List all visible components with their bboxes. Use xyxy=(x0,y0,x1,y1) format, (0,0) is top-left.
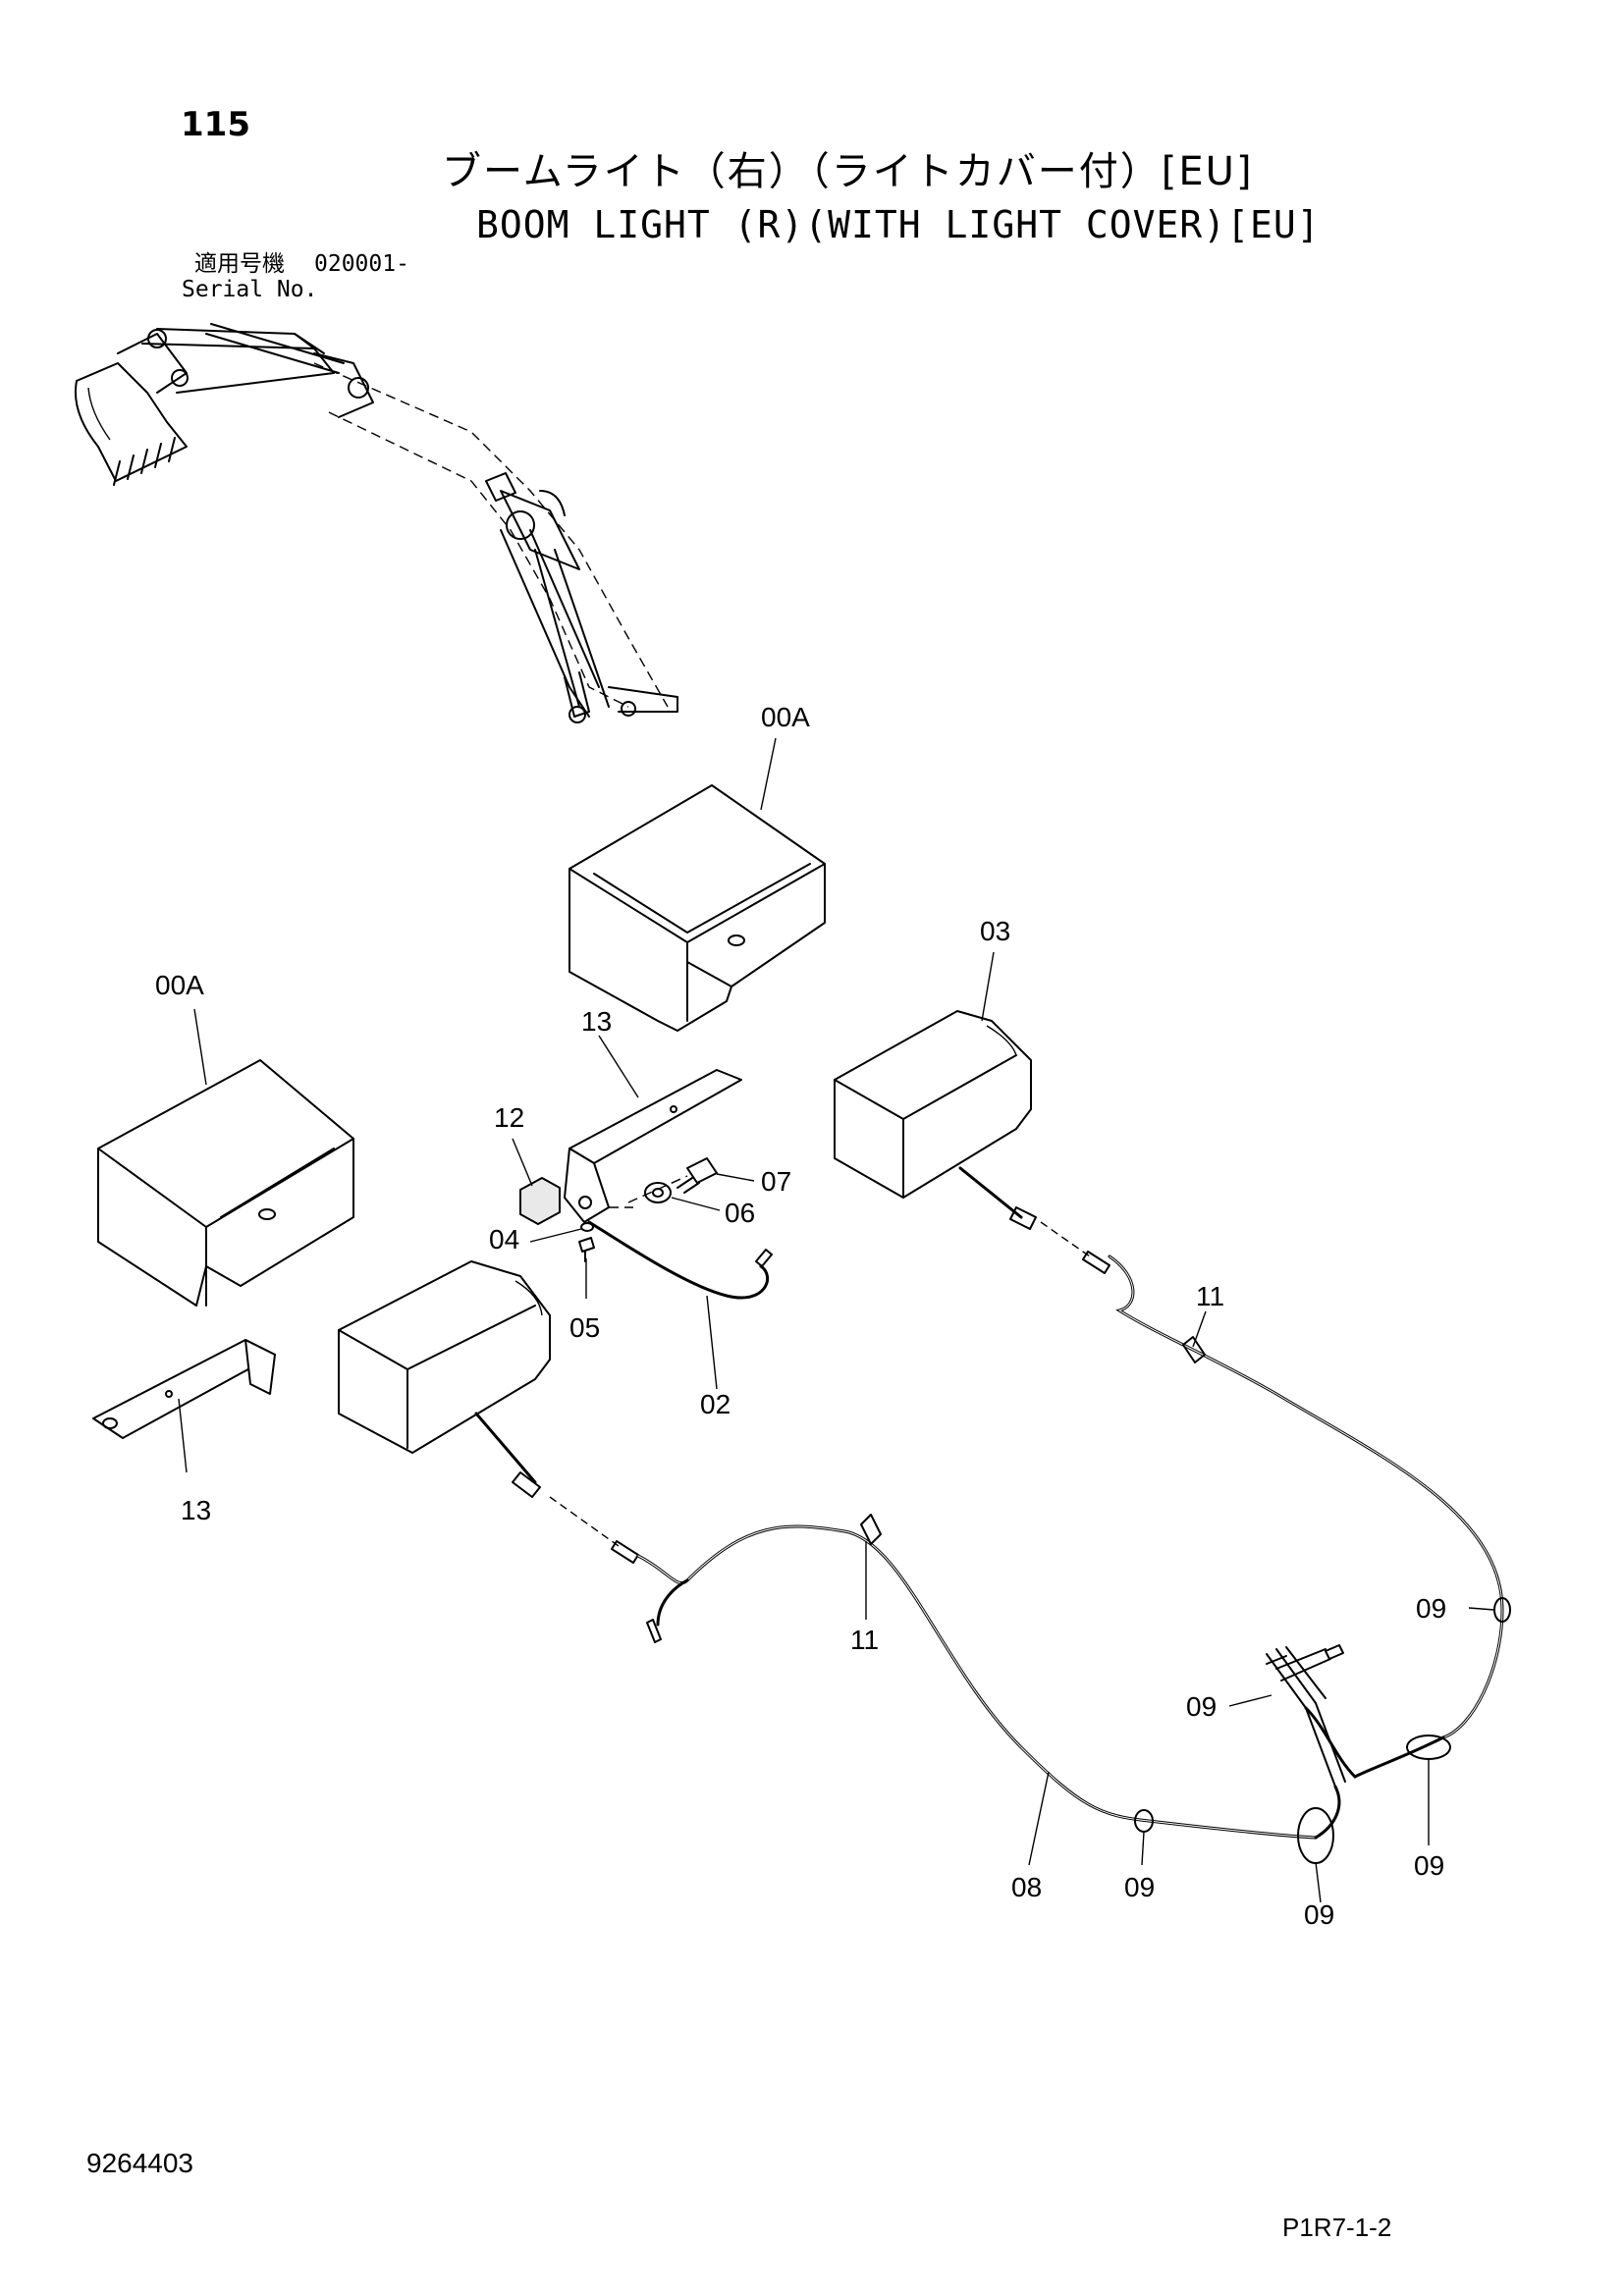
callout-11-right: 11 xyxy=(1196,1281,1224,1311)
band-09-b xyxy=(1266,1655,1287,1665)
callout-07: 07 xyxy=(761,1166,791,1197)
callout-13-left: 13 xyxy=(181,1495,211,1525)
lamp-right-lead xyxy=(958,1166,1023,1219)
ground-wire-02 xyxy=(587,1220,770,1300)
callout-09-d: 09 xyxy=(1124,1872,1155,1902)
title-japanese: ブームライト（右）（ライトカバー付）[EU] xyxy=(442,149,1254,194)
callout-09-a: 09 xyxy=(1416,1593,1446,1624)
clip-11-right xyxy=(1182,1336,1206,1363)
washer-04 xyxy=(580,1222,594,1232)
callout-03: 03 xyxy=(980,916,1010,946)
washer-06 xyxy=(644,1182,672,1203)
screw-05 xyxy=(578,1237,595,1262)
excavator-boom-sketch xyxy=(75,323,678,723)
callout-00a-left: 00A xyxy=(155,970,204,1000)
callout-05: 05 xyxy=(569,1312,600,1343)
callout-09-c: 09 xyxy=(1414,1850,1444,1881)
title-english: BOOM LIGHT (R)(WITH LIGHT COVER)[EU] xyxy=(476,203,1321,246)
lamp-left-lead xyxy=(474,1412,537,1484)
callout-09-b: 09 xyxy=(1186,1691,1217,1722)
light-cover-left xyxy=(97,1059,354,1307)
callout-06: 06 xyxy=(725,1198,755,1228)
callout-08: 08 xyxy=(1011,1872,1042,1902)
bolt-07 xyxy=(677,1157,718,1194)
nut-12 xyxy=(519,1177,561,1225)
callout-09-e: 09 xyxy=(1304,1899,1334,1930)
document-number: 9264403 xyxy=(86,2148,194,2178)
connector-bundle xyxy=(1266,1644,1346,1788)
serial-label-english: Serial No. xyxy=(182,277,318,302)
bracket-left xyxy=(92,1339,276,1439)
callout-13-top: 13 xyxy=(581,1006,612,1037)
callout-02: 02 xyxy=(700,1389,731,1419)
clip-11-left xyxy=(860,1514,882,1545)
light-cover-top xyxy=(568,784,826,1032)
leader-lines xyxy=(178,737,1495,1903)
work-lamp-right xyxy=(834,1010,1032,1199)
page-number: 115 xyxy=(181,105,250,144)
serial-code: 020001- xyxy=(314,251,409,277)
bracket-top xyxy=(564,1069,742,1223)
page-reference: P1R7-1-2 xyxy=(1282,2213,1392,2242)
harness-08 xyxy=(636,1255,1504,1840)
callout-11-left: 11 xyxy=(850,1625,879,1655)
callout-04: 04 xyxy=(489,1224,519,1255)
band-09-c xyxy=(1406,1735,1451,1760)
callout-12: 12 xyxy=(494,1102,524,1133)
serial-label-japanese: 適用号機 xyxy=(194,251,285,277)
work-lamp-left xyxy=(338,1260,551,1454)
callout-00a-top: 00A xyxy=(761,702,810,732)
